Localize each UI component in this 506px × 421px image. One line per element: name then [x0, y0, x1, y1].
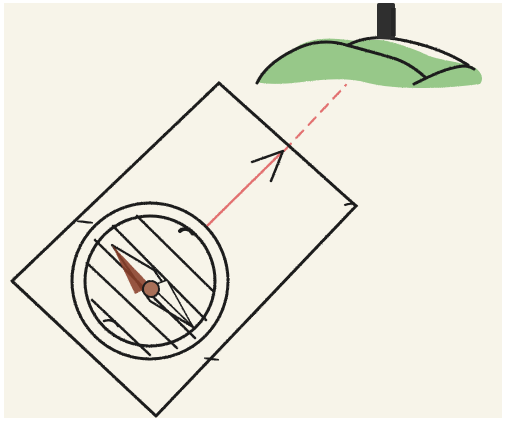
compass-icon: [12, 83, 357, 416]
needle-pivot: [143, 281, 159, 297]
post-shadow: [391, 8, 396, 36]
baseplate-notch: [345, 204, 357, 206]
sight-line-solid: [206, 151, 283, 227]
landmark-hill: [256, 3, 482, 88]
baseplate-inner-line-1: [78, 221, 92, 223]
sight-line: [206, 85, 346, 227]
sight-line-dashed: [284, 85, 346, 151]
hill-icon: [256, 39, 482, 88]
compass-baseplate: [12, 83, 356, 416]
index-mark: [180, 229, 193, 234]
baseplate-inner-line-2: [205, 358, 218, 360]
